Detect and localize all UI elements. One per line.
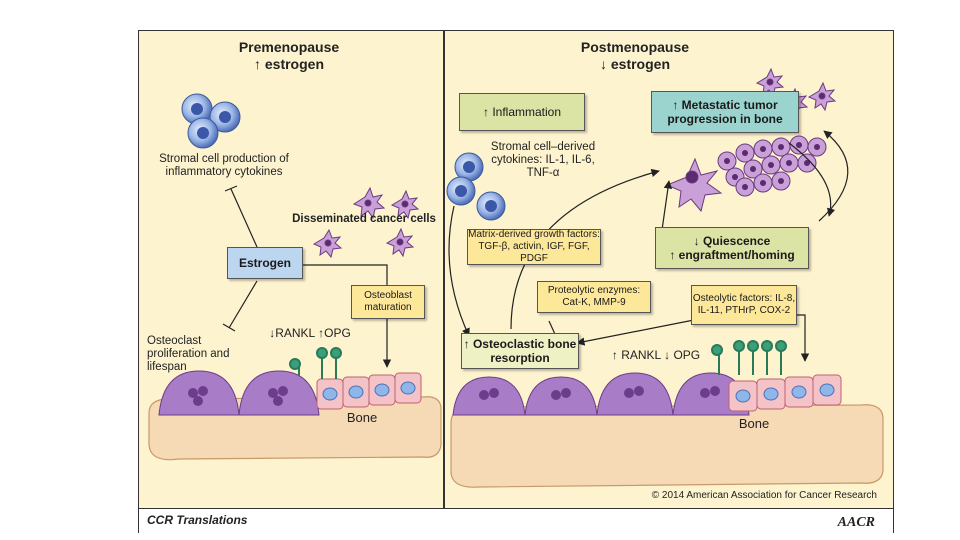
footer-bar: CCR Translations [139,508,893,533]
left-receptors [289,347,342,379]
osteoclastic-resorption-box: ↑ Osteoclastic bone resorption [461,333,579,369]
left-rankl-opg: ↓RANKL ↑OPG [269,326,351,340]
right-stromal-cells [446,152,506,221]
right-tumor-mass [717,135,827,197]
right-osteoclasts [452,372,750,416]
osteolytic-factors-box: Osteolytic factors: IL-8, IL-11, PTHrP, … [691,285,797,325]
aacr-logo: AACR [837,515,875,530]
left-title-line1: Premenopause [238,39,340,55]
metastatic-tumor-box: ↑ Metastatic tumor progression in bone [651,91,799,133]
matrix-growth-factors-box: Matrix-derived growth factors: TGF-β, ac… [467,229,601,265]
left-title-line2: ↑ estrogen [253,56,324,72]
estrogen-box: Estrogen [227,247,303,279]
proteolytic-enzymes-box: Proteolytic enzymes: Cat-K, MMP-9 [537,281,651,313]
osteoclast-label: Osteoclast proliferation and lifespan [147,335,230,373]
quiescence-box: ↓ Quiescence ↑ engraftment/homing [655,227,809,269]
quiescence-line1: ↓ Quiescence [693,234,771,248]
osteoblast-maturation-box: Osteoblast maturation [351,285,425,319]
left-osteoblasts [316,372,422,410]
figure: Premenopause ↑ estrogen Stromal cell pro… [138,30,894,533]
cytokines-label: Stromal cell–derived cytokines: IL-1, IL… [490,141,596,179]
left-osteoclasts [158,370,320,416]
stromal-label: Stromal cell production of inflammatory … [159,153,289,178]
disseminated-label: Disseminated cancer cells [292,213,436,225]
left-bone-label: Bone [346,410,378,425]
copyright-notice: © 2014 American Association for Cancer R… [651,490,877,501]
quiescence-line2: ↑ engraftment/homing [669,248,795,262]
left-cancer-cells [312,186,420,259]
right-panel-title: Postmenopause ↓ estrogen [545,39,725,73]
panel-divider [443,31,445,508]
left-stromal-cells [181,93,241,149]
right-bone [450,404,884,488]
right-bone-label: Bone [738,416,770,431]
inflammation-box: ↑ Inflammation [459,93,585,131]
right-title-line1: Postmenopause [580,39,690,55]
right-rankl-opg: ↑ RANKL ↓ OPG [611,348,701,362]
left-panel-title: Premenopause ↑ estrogen [199,39,379,73]
right-osteoblasts [728,374,842,412]
panel-area: Premenopause ↑ estrogen Stromal cell pro… [139,31,893,508]
right-title-line2: ↓ estrogen [599,56,670,72]
right-receptors [711,340,787,375]
footer-label: CCR Translations [147,513,248,527]
illustration-layer [148,67,884,488]
